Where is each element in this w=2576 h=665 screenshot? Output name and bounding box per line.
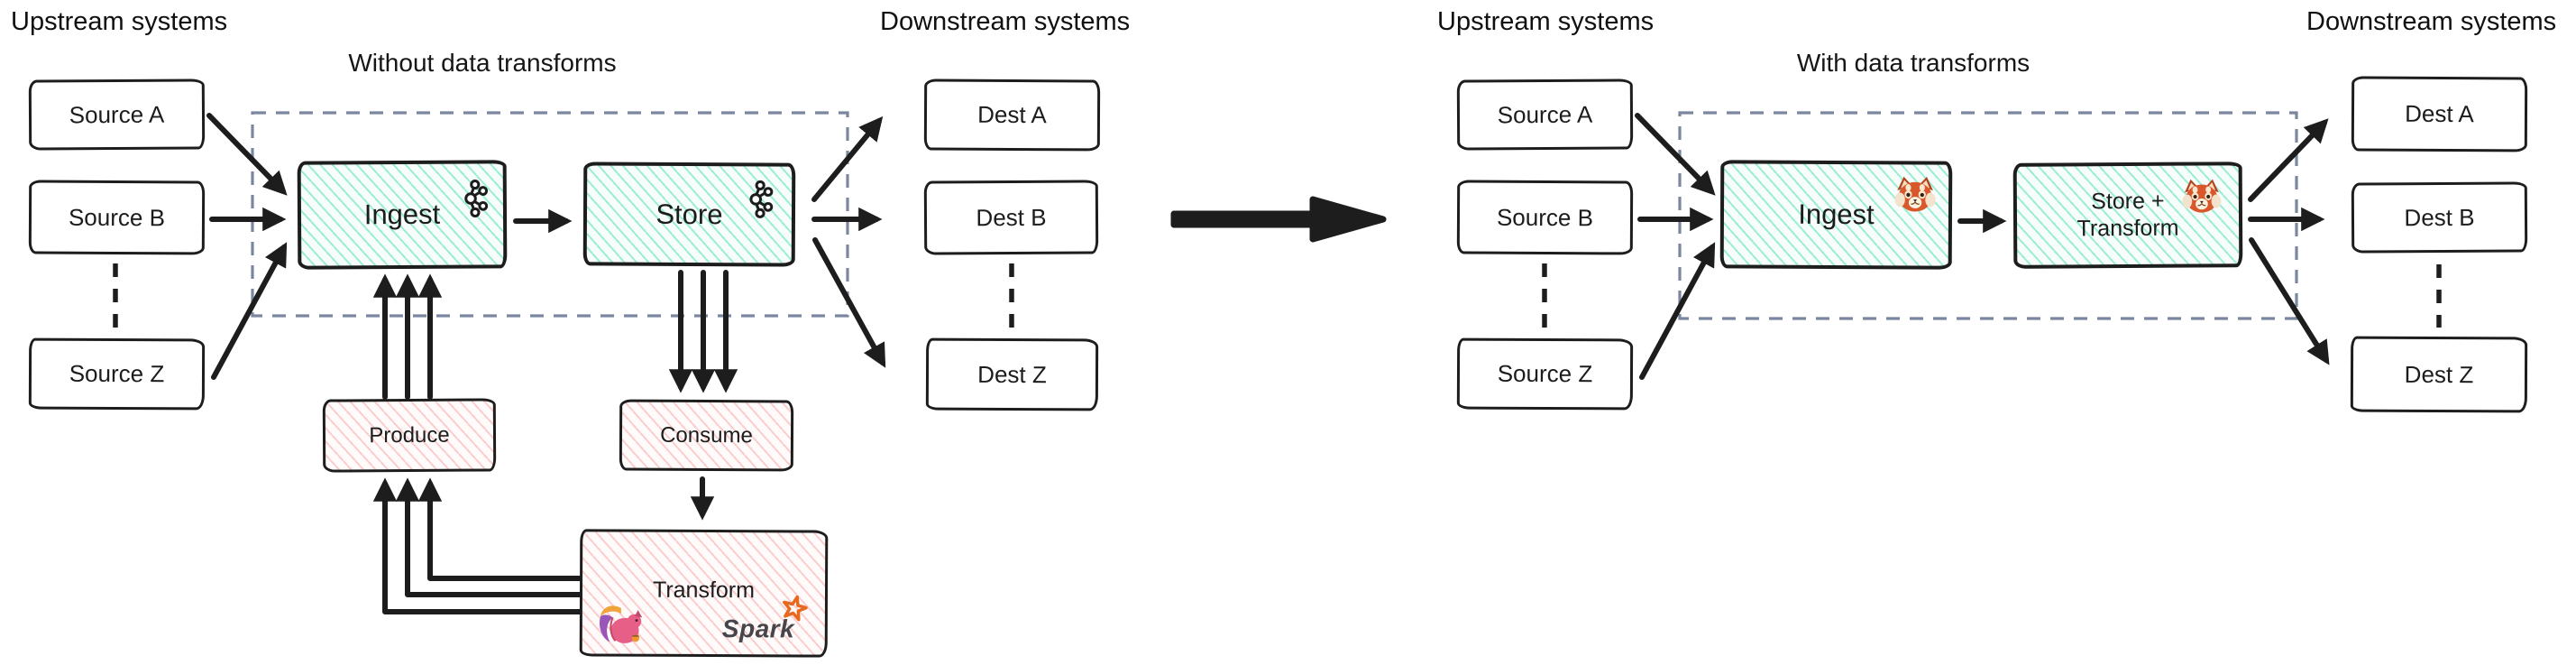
arrow-right-store-destA (2248, 118, 2329, 202)
arrow-left-store-destZ (812, 237, 886, 368)
right-store-transform-box: Store + Transform (2012, 162, 2243, 269)
right-ingest-box: Ingest (1719, 160, 1953, 270)
left-dest-b-box: Dest B (923, 180, 1099, 255)
left-ingest-box: Ingest (297, 160, 508, 270)
right-source-a-box: Source A (1456, 79, 1634, 151)
arrow-right-sourceZ-ingest (1639, 242, 1716, 380)
left-source-z-label: Source Z (69, 359, 165, 388)
left-ingest-label: Ingest (363, 198, 441, 231)
left-dest-z-box: Dest Z (925, 337, 1099, 411)
redpanda-icon (1894, 175, 1936, 212)
right-downstream-label: Downstream systems (2306, 7, 2557, 36)
right-dest-a-label: Dest A (2405, 99, 2474, 128)
spark-logo: Spark (722, 596, 809, 643)
left-source-b-label: Source B (68, 203, 166, 231)
left-dest-a-box: Dest A (923, 79, 1101, 152)
right-dest-z-label: Dest Z (2404, 360, 2474, 388)
kafka-icon (747, 179, 774, 219)
consume-label: Consume (660, 422, 753, 448)
arrow-transform-produce-3 (372, 477, 585, 614)
right-dest-z-box: Dest Z (2350, 336, 2528, 413)
arrow-right-store-destZ (2249, 237, 2330, 365)
consume-box: Consume (619, 399, 794, 472)
kafka-icon (462, 178, 489, 218)
right-dest-b-label: Dest B (2404, 203, 2475, 231)
produce-box: Produce (322, 398, 497, 473)
flink-squirrel-icon (597, 601, 646, 646)
right-dest-a-box: Dest A (2351, 76, 2528, 152)
arrow-transform-produce-1 (417, 477, 585, 581)
arrow-left-sourceA-ingest (206, 113, 288, 196)
big-transition-arrow (1170, 196, 1387, 243)
right-diagram-title: With data transforms (1796, 49, 2031, 77)
left-upstream-label: Upstream systems (11, 7, 228, 36)
left-dest-b-label: Dest B (976, 203, 1047, 231)
right-upstream-label: Upstream systems (1437, 7, 1655, 36)
arrow-right-sourceA-ingest (1635, 113, 1716, 196)
right-dest-b-box: Dest B (2351, 181, 2528, 254)
left-source-a-box: Source A (28, 79, 206, 151)
spark-label: Spark (721, 614, 795, 643)
right-ingest-label: Ingest (1798, 198, 1875, 231)
right-source-a-label: Source A (1497, 100, 1593, 128)
arrow-transform-produce-2 (395, 477, 585, 597)
right-store-transform-label: Store + Transform (2076, 188, 2179, 243)
left-dest-a-label: Dest A (977, 100, 1047, 129)
left-downstream-label: Downstream systems (880, 7, 1131, 36)
store-transform-line2: Transform (2076, 215, 2179, 241)
left-dest-z-label: Dest Z (977, 360, 1047, 388)
right-source-z-label: Source Z (1497, 359, 1593, 388)
right-source-z-box: Source Z (1456, 337, 1634, 411)
left-source-b-box: Source B (28, 180, 206, 255)
transform-box: Transform Spark (579, 529, 829, 658)
redpanda-icon (2181, 178, 2223, 213)
arrow-left-sourceZ-ingest (211, 242, 288, 380)
right-source-b-label: Source B (1496, 203, 1594, 231)
left-source-a-label: Source A (69, 100, 165, 128)
left-source-z-box: Source Z (28, 337, 206, 411)
store-transform-line1: Store + (2091, 188, 2165, 215)
arrow-left-store-destA (811, 115, 884, 202)
right-source-b-box: Source B (1456, 180, 1634, 255)
produce-label: Produce (369, 422, 450, 448)
left-store-label: Store (655, 198, 723, 230)
left-store-box: Store (582, 162, 796, 267)
left-diagram-title: Without data transforms (348, 49, 617, 77)
